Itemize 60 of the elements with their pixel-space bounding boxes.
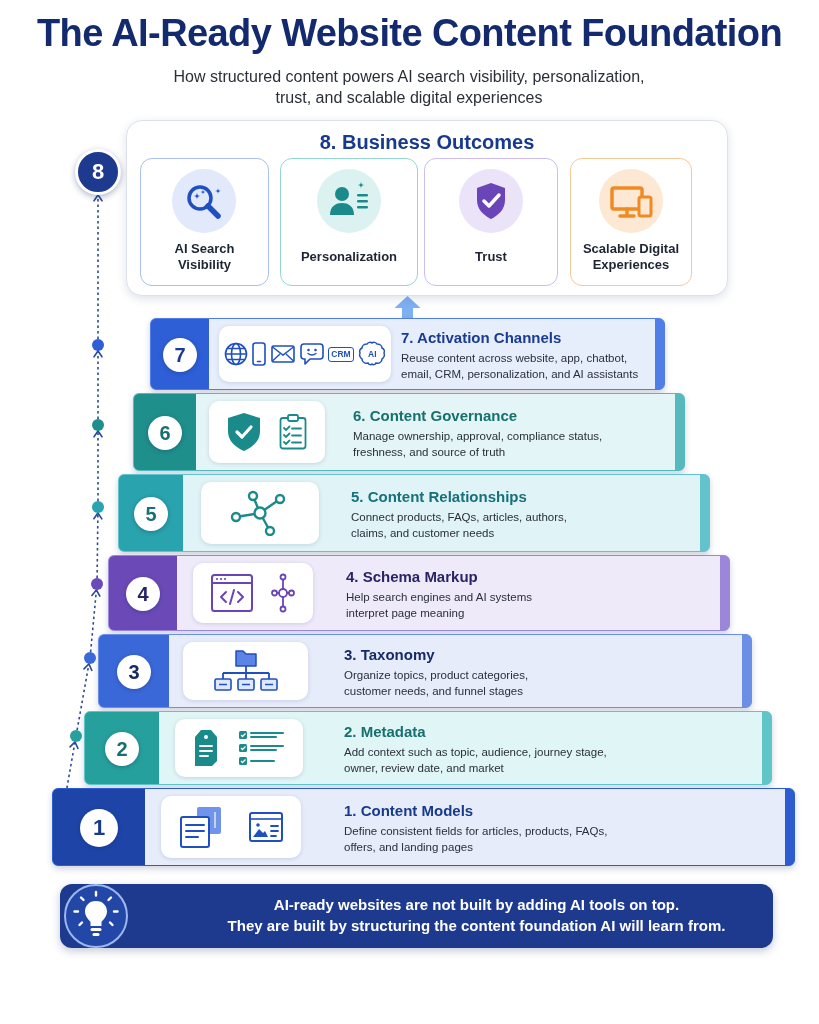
dashed-arrow [76, 663, 93, 731]
dashed-arrow [93, 512, 103, 579]
card-title: Trust [474, 249, 508, 265]
block-arrow [394, 296, 421, 318]
step-layer [98, 634, 752, 708]
step-number: 6 [148, 416, 182, 450]
outcome-card [280, 158, 418, 286]
message-banner [60, 884, 773, 948]
step-description: Reuse content across website, app, chatbot, email, CRM, personalization, and AI assistants [401, 351, 640, 382]
panel-heading: 8. Business Outcomes [318, 131, 536, 154]
step-description: Connect products, FAQs, articles, authors, claims, and customer needs [351, 510, 569, 541]
progress-dot [92, 339, 104, 351]
progress-dot [84, 652, 96, 664]
progress-dot [91, 578, 103, 590]
ai-text: AI [367, 349, 378, 359]
crm-tag: CRM [328, 346, 354, 362]
step-heading: 1. Content Models [344, 801, 474, 820]
dashed-arrow [93, 194, 103, 340]
step-layer [108, 555, 730, 631]
progress-dot [92, 419, 104, 431]
card-title: Personalization [299, 249, 399, 265]
dashed-arrow [93, 430, 103, 502]
step-number: 8 [75, 149, 121, 195]
step-layer [150, 318, 665, 390]
subtitle: How structured content powers AI search visibility, personalization, trust, and scalable digital experiences [172, 67, 646, 108]
step-description: Help search engines and AI systems interpret page meaning [346, 590, 534, 621]
outcome-card [570, 158, 692, 286]
step-number: 2 [105, 732, 139, 766]
step-layer [52, 788, 795, 866]
step-layer [133, 393, 685, 471]
outcome-card [140, 158, 269, 286]
step-description: Add context such as topic, audience, journey stage, owner, review date, and market [344, 745, 608, 776]
dashed-arrow [66, 741, 79, 789]
step-number: 7 [163, 338, 197, 372]
dashed-arrow [93, 350, 103, 420]
progress-dot [70, 730, 82, 742]
step-layer [84, 711, 772, 785]
step-number: 5 [134, 497, 168, 531]
outcome-card [424, 158, 558, 286]
card-title: Scalable Digital Experiences [581, 241, 681, 273]
page-title: The AI-Ready Website Content Foundation [35, 11, 783, 56]
step-heading: 7. Activation Channels [401, 328, 562, 347]
step-description: Organize topics, product categories, customer needs, and funnel stages [344, 668, 530, 699]
step-heading: 2. Metadata [344, 722, 426, 741]
step-description: Manage ownership, approval, compliance status, freshness, and source of truth [353, 429, 604, 460]
card-title: AI Search Visibility [173, 241, 236, 273]
step-heading: 5. Content Relationships [351, 487, 527, 506]
dashed-arrow [89, 589, 101, 653]
banner-text: They are built by structuring the content foundation AI will learn from. [226, 916, 727, 936]
progress-dot [92, 501, 104, 513]
step-description: Define consistent fields for articles, products, FAQs, offers, and landing pages [344, 824, 609, 855]
step-number: 4 [126, 577, 160, 611]
step-number: 1 [80, 809, 118, 847]
banner-text: AI-ready websites are not built by adding AI tools on top. [272, 895, 681, 915]
outcomes-panel [126, 120, 728, 296]
step-heading: 4. Schema Markup [346, 567, 478, 586]
step-heading: 6. Content Governance [353, 406, 518, 425]
step-number: 3 [117, 655, 151, 689]
step-layer [118, 474, 710, 552]
step-heading: 3. Taxonomy [344, 645, 435, 664]
